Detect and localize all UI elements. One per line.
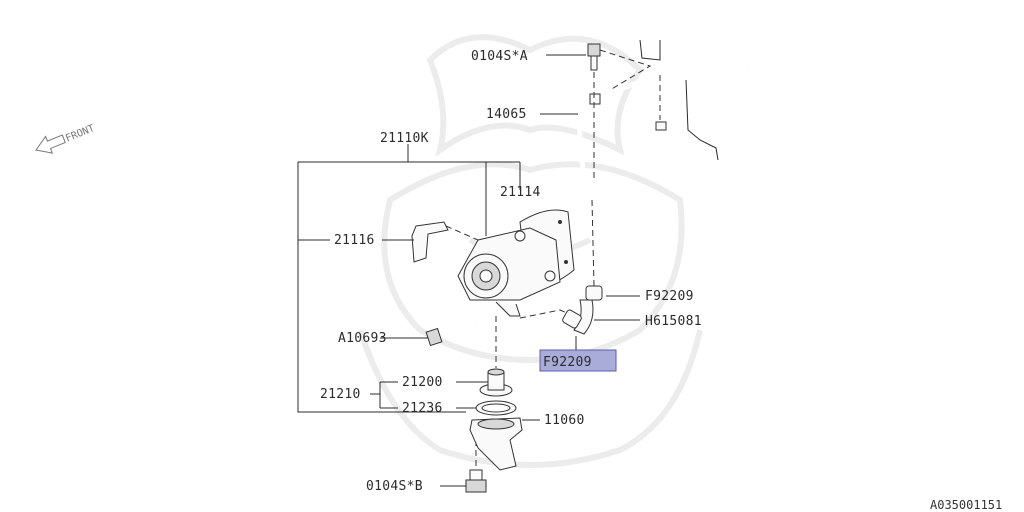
bolt-0104s-a (587, 43, 652, 180)
diagram-reference-code: A035001151 (930, 498, 1002, 512)
bolt-0104s-b (465, 469, 487, 493)
stud-a10693 (425, 322, 477, 347)
label-clip-f92209-highlighted[interactable]: F92209 (543, 355, 592, 370)
highlighted-part-box[interactable] (539, 349, 617, 372)
part-labels: 0104S*A 14065 21110K 21114 21116 F92209 … (320, 49, 1002, 512)
label-bracket-21116[interactable]: 21116 (334, 233, 375, 248)
thermostat-assembly (475, 368, 517, 416)
label-gasket-21236[interactable]: 21236 (402, 401, 443, 416)
label-bolt-0104s-a[interactable]: 0104S*A (471, 49, 528, 64)
label-pipe-14065[interactable]: 14065 (486, 107, 527, 122)
water-pump-assembly (457, 209, 575, 317)
coolant-pipe-14065 (577, 39, 751, 201)
label-stud-a10693[interactable]: A10693 (338, 331, 387, 346)
label-bolt-0104s-b[interactable]: 0104S*B (366, 479, 423, 494)
hose-h615081 (562, 285, 603, 335)
label-thermostat-assy-21210[interactable]: 21210 (320, 387, 361, 402)
label-gasket-21114[interactable]: 21114 (500, 185, 541, 200)
label-thermostat-21200[interactable]: 21200 (402, 375, 443, 390)
label-pump-assy-21110k[interactable]: 21110K (380, 131, 429, 146)
leader-lines (297, 54, 640, 487)
front-label: FRONT (64, 123, 96, 144)
thermostat-cover-11060 (469, 417, 523, 471)
bracket-21116 (411, 221, 479, 263)
label-clip-f92209[interactable]: F92209 (645, 289, 694, 304)
front-arrow-icon: FRONT (35, 123, 96, 154)
label-cover-11060[interactable]: 11060 (544, 413, 585, 428)
label-hose-h615081[interactable]: H615081 (645, 314, 702, 329)
